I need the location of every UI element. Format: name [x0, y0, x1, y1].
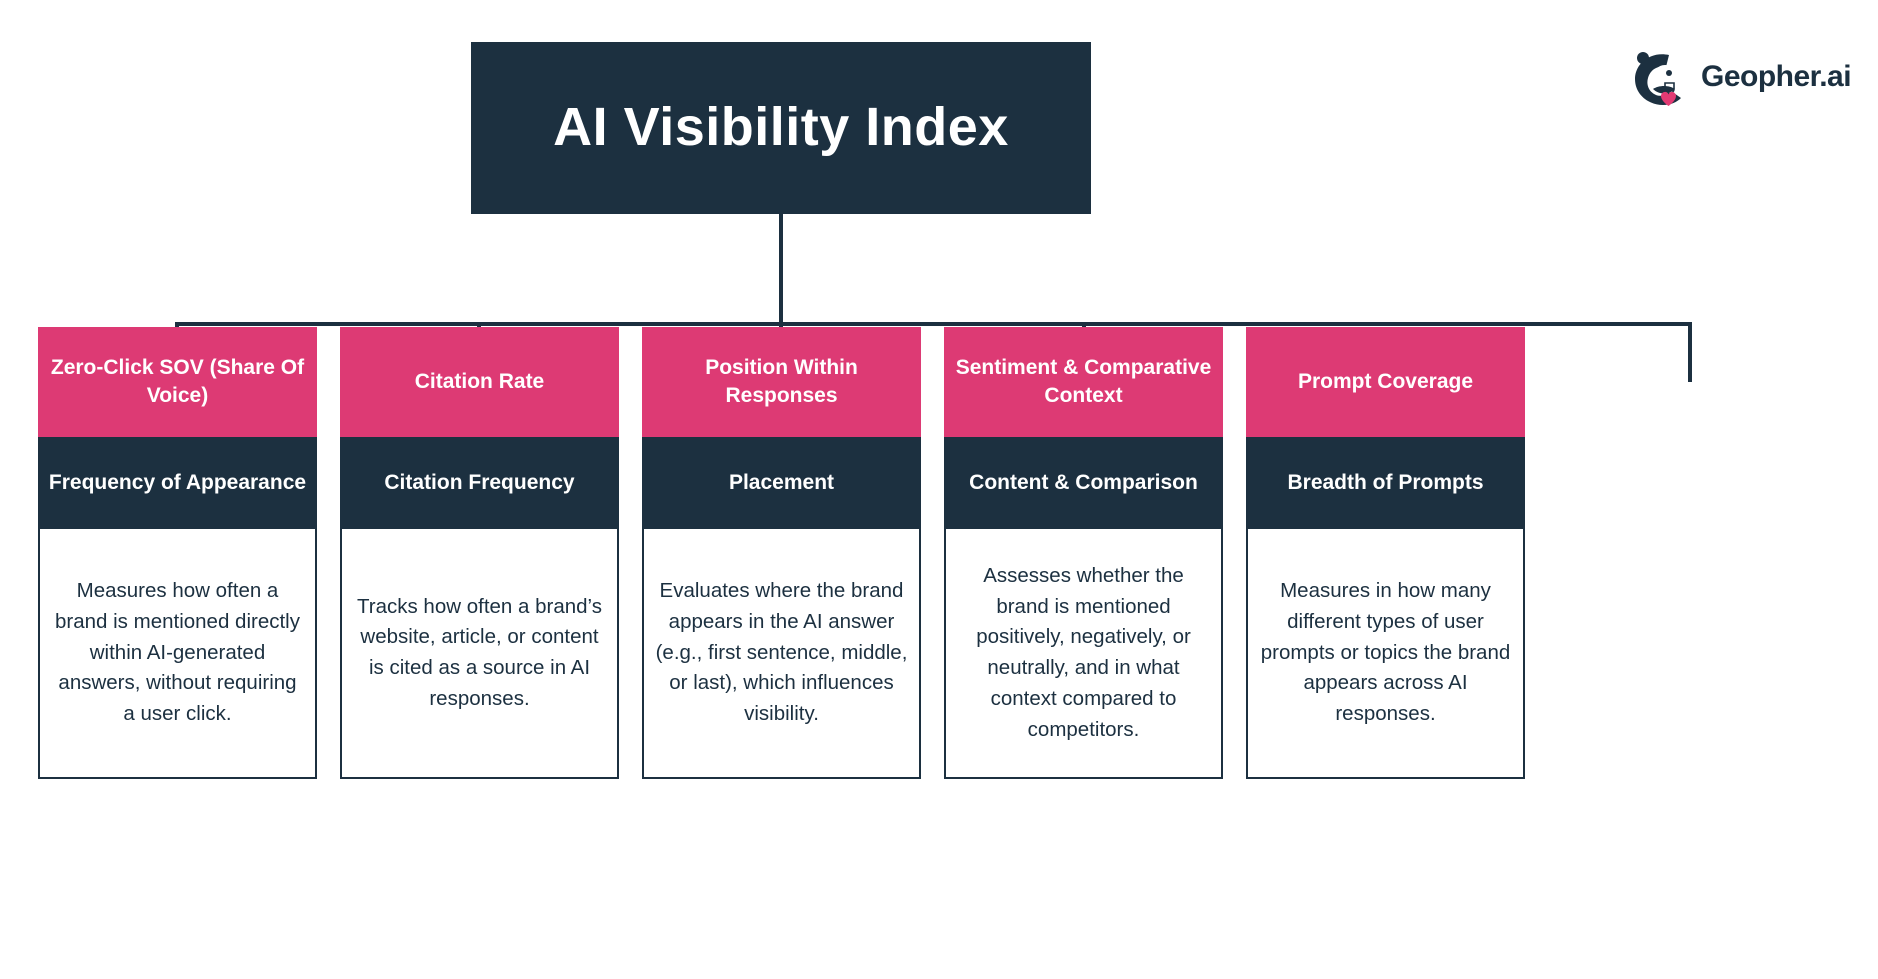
connector-drop-3: [779, 322, 783, 330]
metric-description-text: Tracks how often a brand’s website, arti…: [357, 594, 602, 710]
metric-column-position-within-responses[interactable]: Position Within Responses Placement Eval…: [642, 327, 921, 779]
metric-header: Prompt Coverage: [1246, 327, 1525, 437]
metric-subtitle: Placement: [642, 437, 921, 529]
gopher-mascot-with-heart-icon: [1625, 43, 1693, 111]
metric-header: Zero-Click SOV (Share Of Voice): [38, 327, 317, 437]
metric-header-label: Zero-Click SOV (Share Of Voice): [50, 355, 305, 407]
diagram-title-box: AI Visibility Index: [471, 42, 1091, 214]
connector-horizontal-bus: [175, 322, 1692, 326]
metric-description: Tracks how often a brand’s website, arti…: [340, 529, 619, 779]
metric-header-label: Sentiment & Comparative Context: [955, 355, 1212, 407]
metric-header: Citation Rate: [340, 327, 619, 437]
metric-column-citation-rate[interactable]: Citation Rate Citation Frequency Tracks …: [340, 327, 619, 779]
metric-description: Assesses whether the brand is mentioned …: [944, 529, 1223, 779]
metric-column-sentiment-comparative-context[interactable]: Sentiment & Comparative Context Content …: [944, 327, 1223, 779]
metric-description-text: Evaluates where the brand appears in the…: [655, 579, 908, 726]
metric-subtitle: Frequency of Appearance: [38, 437, 317, 529]
metric-subtitle-label: Breadth of Prompts: [1287, 470, 1484, 494]
metric-subtitle-label: Frequency of Appearance: [48, 470, 307, 494]
metric-subtitle: Breadth of Prompts: [1246, 437, 1525, 529]
metric-subtitle-label: Citation Frequency: [384, 470, 575, 494]
metric-description: Evaluates where the brand appears in the…: [642, 529, 921, 779]
metric-header-label: Citation Rate: [414, 369, 545, 393]
metric-subtitle: Citation Frequency: [340, 437, 619, 529]
metric-description-text: Measures in how many different types of …: [1260, 579, 1511, 726]
brand-name: Geopher.ai: [1701, 60, 1852, 93]
connector-title-stem: [779, 214, 783, 326]
metric-header-label: Prompt Coverage: [1297, 369, 1474, 393]
metric-subtitle-label: Content & Comparison: [969, 470, 1198, 494]
metric-description: Measures in how many different types of …: [1246, 529, 1525, 779]
metric-subtitle: Content & Comparison: [944, 437, 1223, 529]
connector-drop-5: [1688, 322, 1692, 382]
metric-description: Measures how often a brand is mentioned …: [38, 529, 317, 779]
metric-column-prompt-coverage[interactable]: Prompt Coverage Breadth of Prompts Measu…: [1246, 327, 1525, 779]
metric-description-text: Measures how often a brand is mentioned …: [55, 579, 300, 726]
metric-description-text: Assesses whether the brand is mentioned …: [976, 563, 1191, 741]
metric-header: Sentiment & Comparative Context: [944, 327, 1223, 437]
brand-logo: Geopher.ai: [1625, 40, 1852, 114]
metric-subtitle-label: Placement: [728, 470, 835, 494]
metric-column-zero-click-sov[interactable]: Zero-Click SOV (Share Of Voice) Frequenc…: [38, 327, 317, 779]
metric-header: Position Within Responses: [642, 327, 921, 437]
metric-header-label: Position Within Responses: [705, 355, 858, 407]
page-title: AI Visibility Index: [553, 97, 1009, 158]
